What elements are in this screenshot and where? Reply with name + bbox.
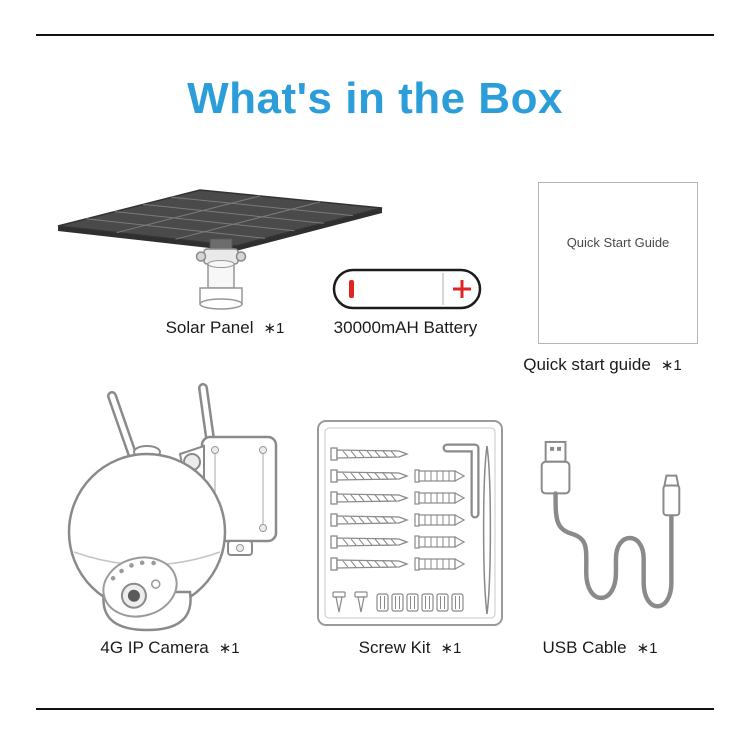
quick-start-guide-card-text: Quick Start Guide bbox=[566, 235, 670, 250]
ip-camera-icon bbox=[67, 383, 278, 632]
screw-kit-illustration bbox=[315, 418, 505, 628]
usb-cable-illustration bbox=[528, 436, 693, 634]
quick-start-guide-card: Quick Start Guide bbox=[538, 182, 698, 344]
ip-camera-qty: ∗1 bbox=[218, 640, 240, 657]
battery-label-text: 30000mAH Battery bbox=[333, 318, 478, 337]
ip-camera-label-text: 4G IP Camera bbox=[100, 638, 209, 657]
camera-illustration bbox=[52, 382, 292, 632]
quick-start-guide-qty: ∗1 bbox=[660, 357, 682, 374]
page-title: What's in the Box bbox=[187, 74, 563, 123]
bottom-divider-line bbox=[36, 708, 714, 710]
screw-kit-label-text: Screw Kit bbox=[358, 638, 431, 657]
solar-panel-label: Solar Panel ∗1 bbox=[120, 318, 330, 338]
ip-camera-label: 4G IP Camera ∗1 bbox=[60, 638, 280, 658]
solar-panel-qty: ∗1 bbox=[263, 320, 285, 337]
screw-kit-label: Screw Kit ∗1 bbox=[320, 638, 500, 658]
usb-cable-label-text: USB Cable bbox=[542, 638, 627, 657]
screw-kit-icon bbox=[317, 420, 503, 626]
solar-panel-label-text: Solar Panel bbox=[165, 318, 254, 337]
solar-panel-icon bbox=[57, 189, 383, 310]
battery-illustration bbox=[332, 268, 482, 310]
usb-cable-qty: ∗1 bbox=[636, 640, 658, 657]
battery-icon bbox=[332, 268, 482, 310]
usb-cable-icon bbox=[540, 440, 681, 609]
quick-start-guide-label-text: Quick start guide bbox=[523, 355, 651, 374]
quick-start-guide-label: Quick start guide ∗1 bbox=[495, 355, 710, 375]
usb-cable-label: USB Cable ∗1 bbox=[510, 638, 690, 658]
battery-label: 30000mAH Battery bbox=[318, 318, 493, 338]
solar-panel-illustration bbox=[50, 182, 390, 317]
top-divider-line bbox=[36, 34, 714, 36]
screw-kit-qty: ∗1 bbox=[440, 640, 462, 657]
